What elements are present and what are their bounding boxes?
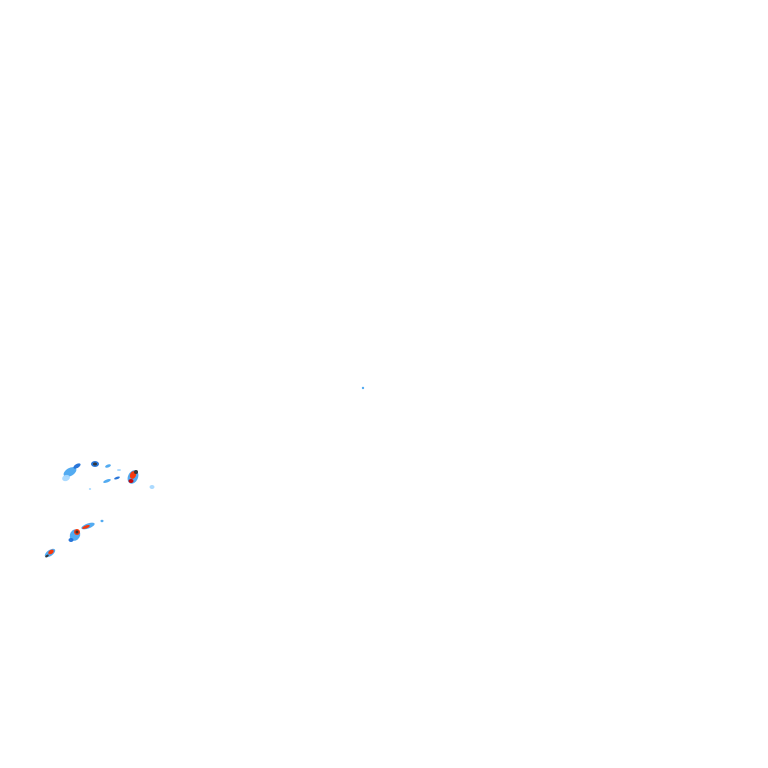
echo-cell-northwest-1 (62, 463, 81, 482)
echo-cell-south-2-part-3 (68, 538, 74, 542)
echo-cell-south-2-part-4 (75, 530, 79, 534)
echo-cell-center-1-part-2 (114, 476, 120, 480)
echo-cell-southwest-1-part-2 (48, 549, 54, 555)
echo-cell-southwest-1 (44, 548, 56, 558)
echo-cell-northwest-2 (91, 461, 99, 467)
echo-cell-south-2 (68, 529, 81, 542)
echo-cell-center-1-part-1 (103, 479, 111, 483)
echo-cell-northwest-2-part-2 (93, 462, 97, 466)
echo-cell-east-1-part-3 (128, 479, 134, 483)
echo-cell-east-1-part-4 (134, 470, 138, 474)
echo-cell-east-2-part-1 (149, 485, 155, 489)
echo-cell-isolated (361, 386, 365, 390)
echo-cell-north-2 (117, 469, 121, 471)
echo-cell-north-2-part-1 (117, 469, 121, 471)
echo-cell-east-1 (127, 470, 139, 484)
echo-cell-northwest-1-part-1 (63, 467, 77, 477)
echo-cell-north-1-part-1 (105, 464, 111, 468)
echo-cell-northwest-1-part-2 (62, 474, 70, 482)
echo-cell-east-2 (149, 485, 155, 489)
echo-cell-isolated-part-1 (361, 386, 365, 390)
echo-cell-south-1-part-2 (82, 525, 90, 529)
echo-cell-center-1-part-3 (88, 488, 92, 490)
precipitation-echo-layer (44, 386, 365, 558)
echo-cell-north-1 (105, 464, 111, 468)
echo-cell-southwest-1-part-3 (45, 554, 49, 558)
echo-cell-center-1 (88, 476, 120, 490)
echo-cell-south-1 (81, 519, 104, 530)
echo-cell-south-1-part-3 (100, 519, 104, 523)
echo-cell-northwest-1-part-3 (73, 463, 81, 469)
